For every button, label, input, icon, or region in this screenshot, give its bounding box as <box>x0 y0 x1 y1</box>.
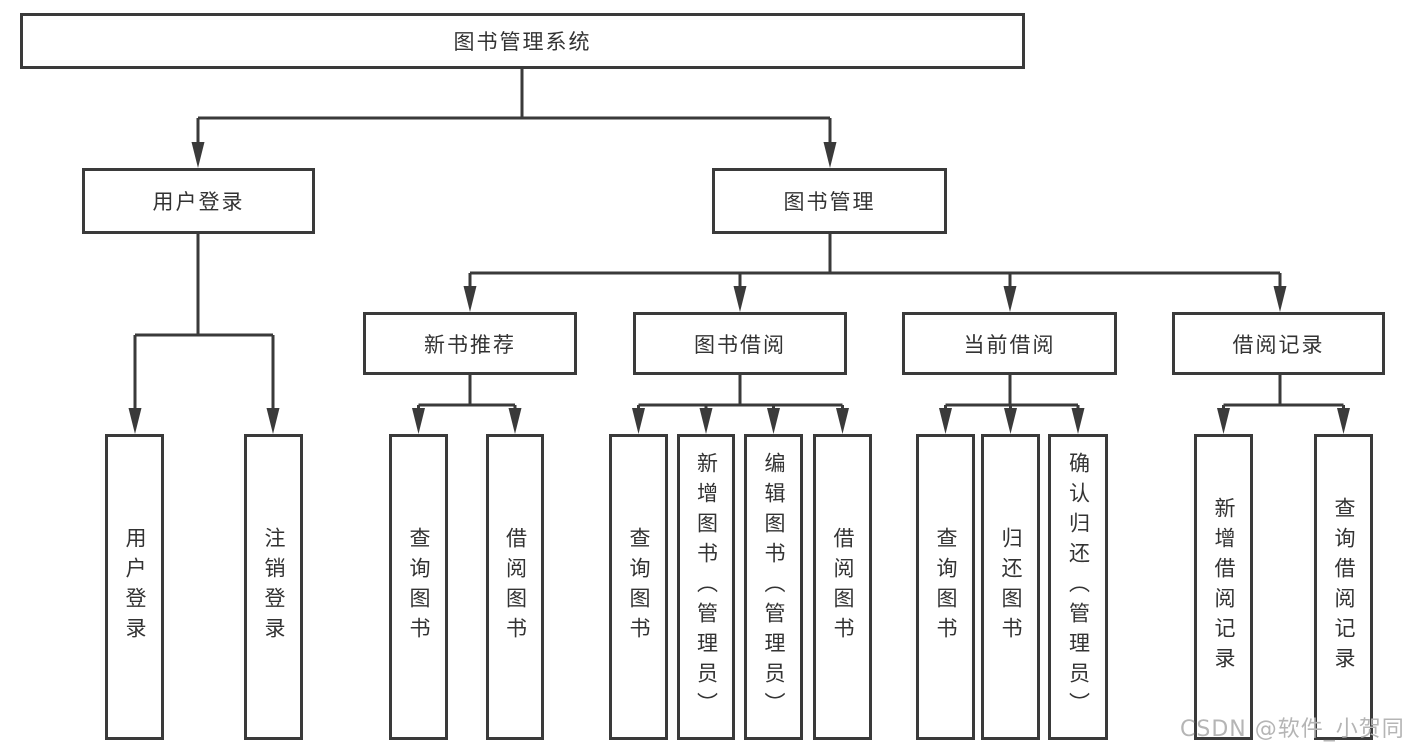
node-current-borrow: 当前借阅 <box>902 312 1117 375</box>
leaf-label: 查询借阅记录 <box>1332 497 1356 677</box>
leaf-logout: 注销登录 <box>244 434 303 740</box>
connector-user-login <box>133 234 275 412</box>
leaf-nbr-borrow-books: 借阅图书 <box>486 434 544 740</box>
leaf-label: 新增图书（管理员） <box>694 452 719 722</box>
leaf-bb-borrow-books: 借阅图书 <box>813 434 872 740</box>
connector-book-mgmt <box>468 234 1282 290</box>
arrowhead <box>699 408 713 434</box>
leaf-label: 归还图书 <box>999 527 1023 647</box>
leaf-bb-edit-books-admin: 编辑图书（管理员） <box>744 434 803 740</box>
leaf-bb-query-books: 查询图书 <box>609 434 668 740</box>
connector-borrow-records <box>1222 375 1345 412</box>
leaf-cb-confirm-return-admin: 确认归还（管理员） <box>1048 434 1108 740</box>
connector-current-borrow <box>944 375 1080 412</box>
arrowhead <box>128 408 142 434</box>
node-borrow-records: 借阅记录 <box>1172 312 1385 375</box>
arrowhead <box>632 408 645 434</box>
node-label: 图书管理 <box>783 190 876 214</box>
node-label: 图书管理系统 <box>453 30 592 54</box>
node-book-borrow: 图书借阅 <box>633 312 847 375</box>
leaf-label: 用户登录 <box>123 527 147 647</box>
arrowhead <box>191 142 205 168</box>
connector-new-book <box>417 375 517 412</box>
leaf-cb-query-books: 查询图书 <box>916 434 975 740</box>
node-user-login: 用户登录 <box>82 168 315 234</box>
csdn-watermark: CSDN @软件_小贺同学 <box>1180 717 1405 742</box>
connector-root <box>196 69 832 146</box>
arrowhead <box>939 408 952 434</box>
leaf-bb-add-books-admin: 新增图书（管理员） <box>677 434 735 740</box>
node-label: 用户登录 <box>152 190 245 214</box>
arrowhead <box>767 408 780 434</box>
arrowhead <box>733 286 747 312</box>
arrowhead <box>1273 286 1287 312</box>
leaf-br-query-borrow-record: 查询借阅记录 <box>1314 434 1373 740</box>
arrowhead <box>463 286 477 312</box>
arrowhead <box>1004 408 1017 434</box>
node-label: 图书借阅 <box>694 332 786 357</box>
arrowhead <box>1217 408 1230 434</box>
arrowhead <box>836 408 849 434</box>
leaf-label: 查询图书 <box>627 527 651 647</box>
leaf-label: 确认归还（管理员） <box>1066 452 1091 722</box>
leaf-label: 查询图书 <box>934 527 958 647</box>
leaf-user-login: 用户登录 <box>105 434 164 740</box>
arrowhead <box>412 408 425 434</box>
leaf-label: 编辑图书（管理员） <box>762 452 786 722</box>
leaf-br-add-borrow-record: 新增借阅记录 <box>1194 434 1253 740</box>
connector-book-borrow <box>637 375 844 412</box>
arrowhead <box>1003 286 1017 312</box>
node-library-management-system: 图书管理系统 <box>20 13 1025 69</box>
arrowhead <box>266 408 280 434</box>
leaf-label: 新增借阅记录 <box>1212 497 1236 677</box>
arrowhead <box>508 408 522 434</box>
arrowhead <box>1071 408 1085 434</box>
leaf-label: 借阅图书 <box>831 527 855 647</box>
leaf-nbr-query-books: 查询图书 <box>389 434 448 740</box>
node-label: 当前借阅 <box>963 332 1056 357</box>
arrowhead <box>1337 408 1350 434</box>
arrowhead <box>823 142 837 168</box>
leaf-cb-return-books: 归还图书 <box>981 434 1040 740</box>
leaf-label: 借阅图书 <box>503 527 528 647</box>
node-label: 借阅记录 <box>1232 332 1325 357</box>
leaf-label: 注销登录 <box>262 527 286 647</box>
node-new-book-recommend: 新书推荐 <box>363 312 577 375</box>
node-book-management: 图书管理 <box>712 168 947 234</box>
leaf-label: 查询图书 <box>407 527 431 647</box>
node-label: 新书推荐 <box>424 332 516 357</box>
